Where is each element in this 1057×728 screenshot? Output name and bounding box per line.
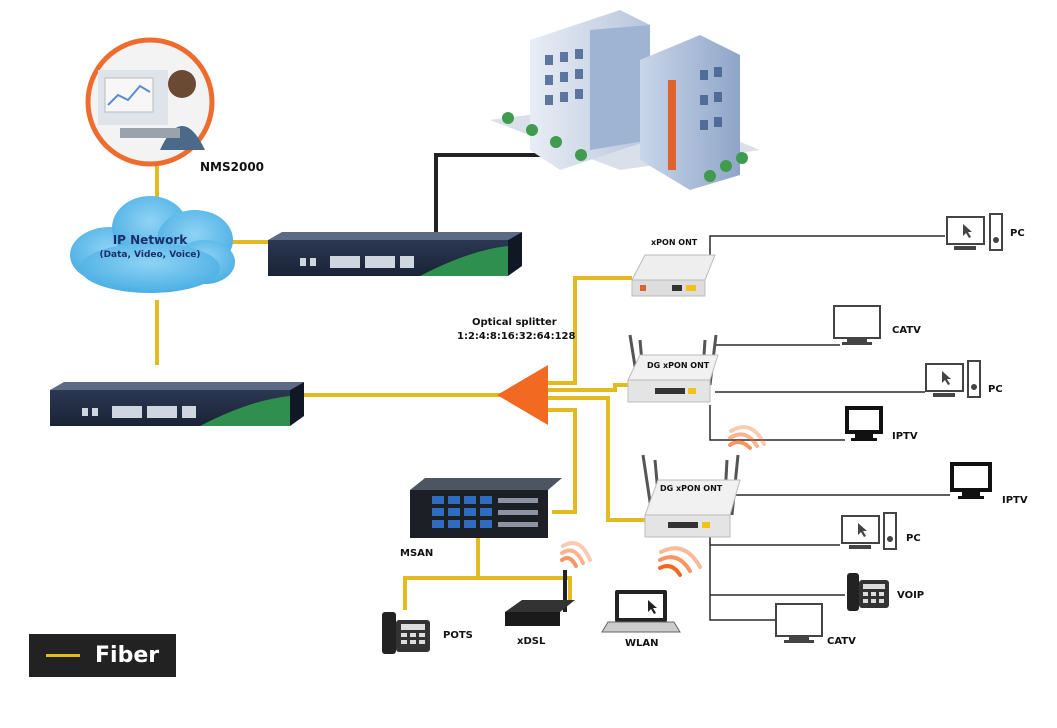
splitter-ratio: 1:2:4:8:16:32:64:128 [457,331,576,342]
fiber-splitter-msan [548,408,577,514]
link-dg2-catv [709,530,775,621]
fiber-splitter-dg1 [548,383,632,392]
iptv-label-2: IPTV [1002,495,1028,506]
iptv-label-1: IPTV [892,431,918,442]
olt-switch-bottom [50,382,304,426]
dg-xpon-ont-device-icon-1 [627,334,719,403]
msan-label: MSAN [400,548,434,559]
fiber-splitter-xpon [548,276,632,385]
fiber-legend-label: Fiber [95,643,160,668]
pc-label-3: PC [906,533,921,544]
wlan-laptop-icon [601,590,681,633]
legend: Fiber [29,634,176,677]
xdsl-label: xDSL [517,636,546,647]
xpon-ont-label: xPON ONT [651,238,698,247]
copper-links [434,153,950,621]
splitter-title: Optical splitter [472,317,557,328]
catv-tv-icon-2 [775,603,823,643]
catv-tv-icon-1 [833,305,881,345]
dg-xpon-ont-device-icon-2 [641,454,741,538]
link-olt-building [434,153,553,240]
optical-splitter-icon [497,365,548,425]
wifi-icon-xdsl [560,541,592,568]
voip-label: VOIP [897,590,925,601]
pc-icon-3 [841,512,897,550]
wifi-icon-laptop [658,546,702,577]
msan-chassis-icon [410,478,562,538]
wifi-icon-dg2 [728,425,766,450]
fiber-legend-swatch [46,654,80,657]
fiber-links [155,164,655,610]
catv-label-2: CATV [827,636,856,647]
pc-icon-1 [946,213,1003,251]
ip-network-title: IP Network [112,233,188,247]
wlan-label: WLAN [625,638,659,649]
nms-workstation-icon [85,37,215,167]
link-xpon-pc [709,235,945,260]
link-dg1-iptv [709,405,845,441]
xpon-ont-device-icon [631,254,716,297]
iptv-tv-icon-1 [845,406,883,441]
pc-icon-2 [925,360,981,398]
fiber-splitter-dg2 [548,396,655,522]
xdsl-modem-icon [505,570,575,626]
olt-switch-top [268,232,522,276]
iptv-tv-icon-2 [950,462,992,499]
nms-label: NMS2000 [200,160,265,174]
pots-label: POTS [443,630,473,641]
building-icon [490,10,760,190]
catv-label-1: CATV [892,325,921,336]
wifi-icons [560,425,766,577]
ip-network-subtitle: (Data, Video, Voice) [99,250,201,260]
pots-phone-icon [382,612,430,654]
ip-network-cloud [70,196,235,293]
dg-xpon-ont-label-2: DG xPON ONT [660,484,723,493]
fiber-msan-xdsl [476,535,572,600]
pc-label-2: PC [988,384,1003,395]
dg-xpon-ont-label-1: DG xPON ONT [647,361,710,370]
fiber-msan-pots [403,576,478,610]
pc-label-1: PC [1010,228,1025,239]
voip-phone-icon [847,573,889,611]
